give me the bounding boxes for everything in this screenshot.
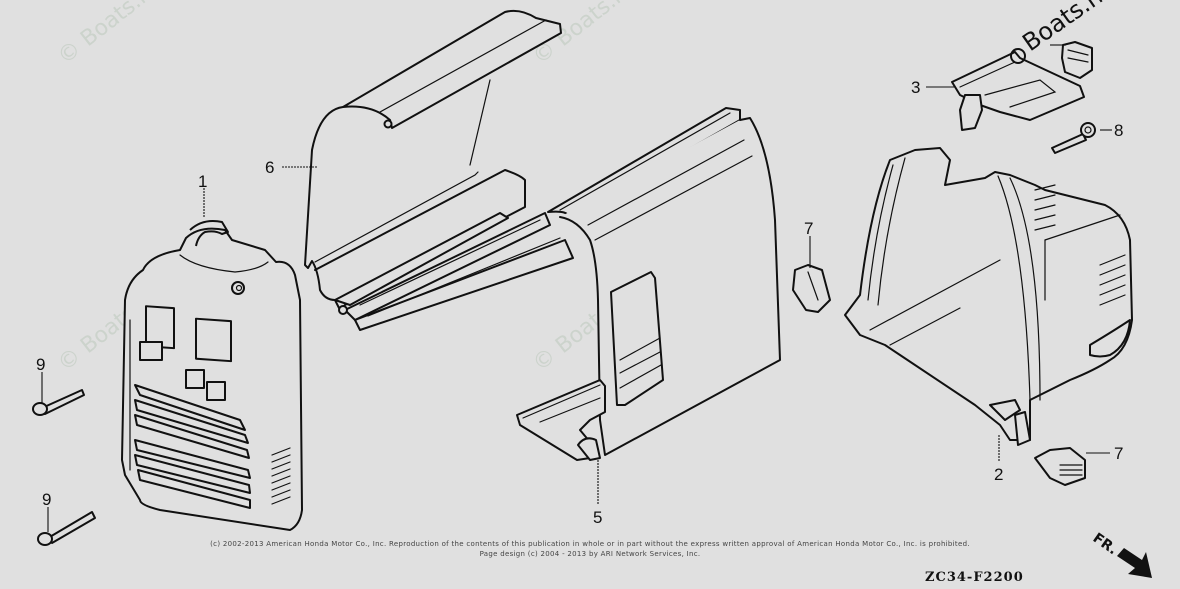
callout-5: 5	[593, 508, 602, 527]
leader-lines	[41, 44, 1112, 532]
copyright-line-2: Page design (c) 2004 - 2013 by ARI Netwo…	[479, 550, 701, 558]
copyright-line-1: (c) 2002-2013 American Honda Motor Co., …	[210, 540, 970, 548]
rear-vents	[1034, 184, 1126, 306]
callout-2: 2	[994, 465, 1003, 484]
part-5-right-side-cover[interactable]	[516, 107, 781, 461]
svg-text:© Boats.ne: © Boats.ne	[53, 0, 167, 70]
part-7-foot-lower[interactable]	[1034, 447, 1086, 486]
part-7-foot-upper[interactable]	[792, 264, 831, 313]
callout-9-upper: 9	[36, 355, 45, 374]
side-vents	[271, 447, 291, 505]
callout-8: 8	[1114, 121, 1123, 140]
fr-label: FR.	[1090, 530, 1120, 558]
callout-7-upper: 7	[804, 219, 813, 238]
callout-6: 6	[265, 158, 274, 177]
part-9-bolt-lower[interactable]	[37, 511, 96, 546]
callout-3: 3	[911, 78, 920, 97]
lid-clip	[1061, 41, 1093, 79]
front-grille	[134, 384, 251, 509]
callout-7-lower: 7	[1114, 444, 1123, 463]
callout-labels: 1 2 3 5 6 7 7 8 9 9	[36, 78, 1123, 527]
part-3-lid[interactable]	[951, 48, 1085, 131]
part-9-bolt-upper[interactable]	[32, 389, 85, 416]
part-6-left-side-cover[interactable]	[304, 9, 574, 331]
callout-9-lower: 9	[42, 490, 51, 509]
part-1-front-cover[interactable]	[121, 220, 303, 531]
part-8-bolt[interactable]	[1051, 122, 1096, 154]
part-2-rear-frame[interactable]	[844, 147, 1133, 446]
diagram-id: ZC34-F2200	[925, 570, 1024, 585]
front-arrow-icon	[1117, 548, 1152, 578]
front-direction-indicator: FR.	[1090, 530, 1152, 578]
callout-1: 1	[198, 172, 207, 191]
